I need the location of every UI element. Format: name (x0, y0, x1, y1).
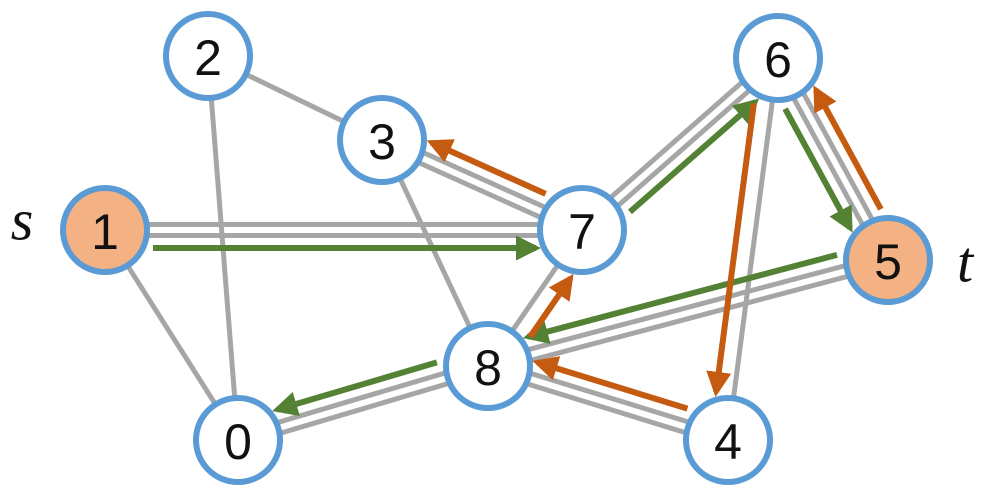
flow-arrow-green (782, 107, 853, 233)
flow-arrow-orange (532, 356, 689, 412)
node-5: 5 (843, 215, 933, 305)
node-circle (537, 185, 627, 275)
node-circle (733, 13, 823, 103)
node-circle (163, 11, 253, 101)
flow-arrow-orange (706, 102, 757, 398)
node-circle (193, 395, 283, 485)
node-label: 8 (474, 340, 502, 396)
node-circle (683, 395, 773, 485)
flow-arrow-orange (426, 139, 547, 197)
node-label: 1 (91, 204, 119, 260)
flow-arrow-green (522, 251, 838, 344)
node-label: 2 (194, 30, 222, 86)
flow-arrow-orange (527, 273, 574, 339)
node-2: 2 (163, 11, 253, 101)
node-1: 1 (60, 185, 150, 275)
node-label: 3 (368, 114, 396, 170)
graph-edge (488, 262, 891, 374)
node-6: 6 (733, 13, 823, 103)
node-3: 3 (337, 95, 427, 185)
node-label: 5 (874, 234, 902, 290)
flow-arrow-green (272, 359, 438, 417)
node-label: 6 (764, 32, 792, 88)
sink-label: t (957, 230, 975, 295)
node-8: 8 (443, 321, 533, 411)
flow-arrow-orange (813, 85, 884, 211)
node-4: 4 (683, 395, 773, 485)
flows-layer (153, 85, 884, 417)
node-circle (60, 185, 150, 275)
node-label: 0 (224, 414, 252, 470)
node-label: 4 (714, 414, 742, 470)
node-circle (843, 215, 933, 305)
node-7: 7 (537, 185, 627, 275)
node-circle (337, 95, 427, 185)
graph-edge (725, 57, 781, 441)
flow-arrow-green (627, 98, 760, 215)
node-circle (443, 321, 533, 411)
nodes-layer: 0 1 2 3 4 5 6 7 8 (60, 11, 933, 485)
node-0: 0 (193, 395, 283, 485)
graph-edge (485, 252, 888, 364)
node-label: 7 (568, 204, 596, 260)
source-label: s (11, 188, 34, 253)
